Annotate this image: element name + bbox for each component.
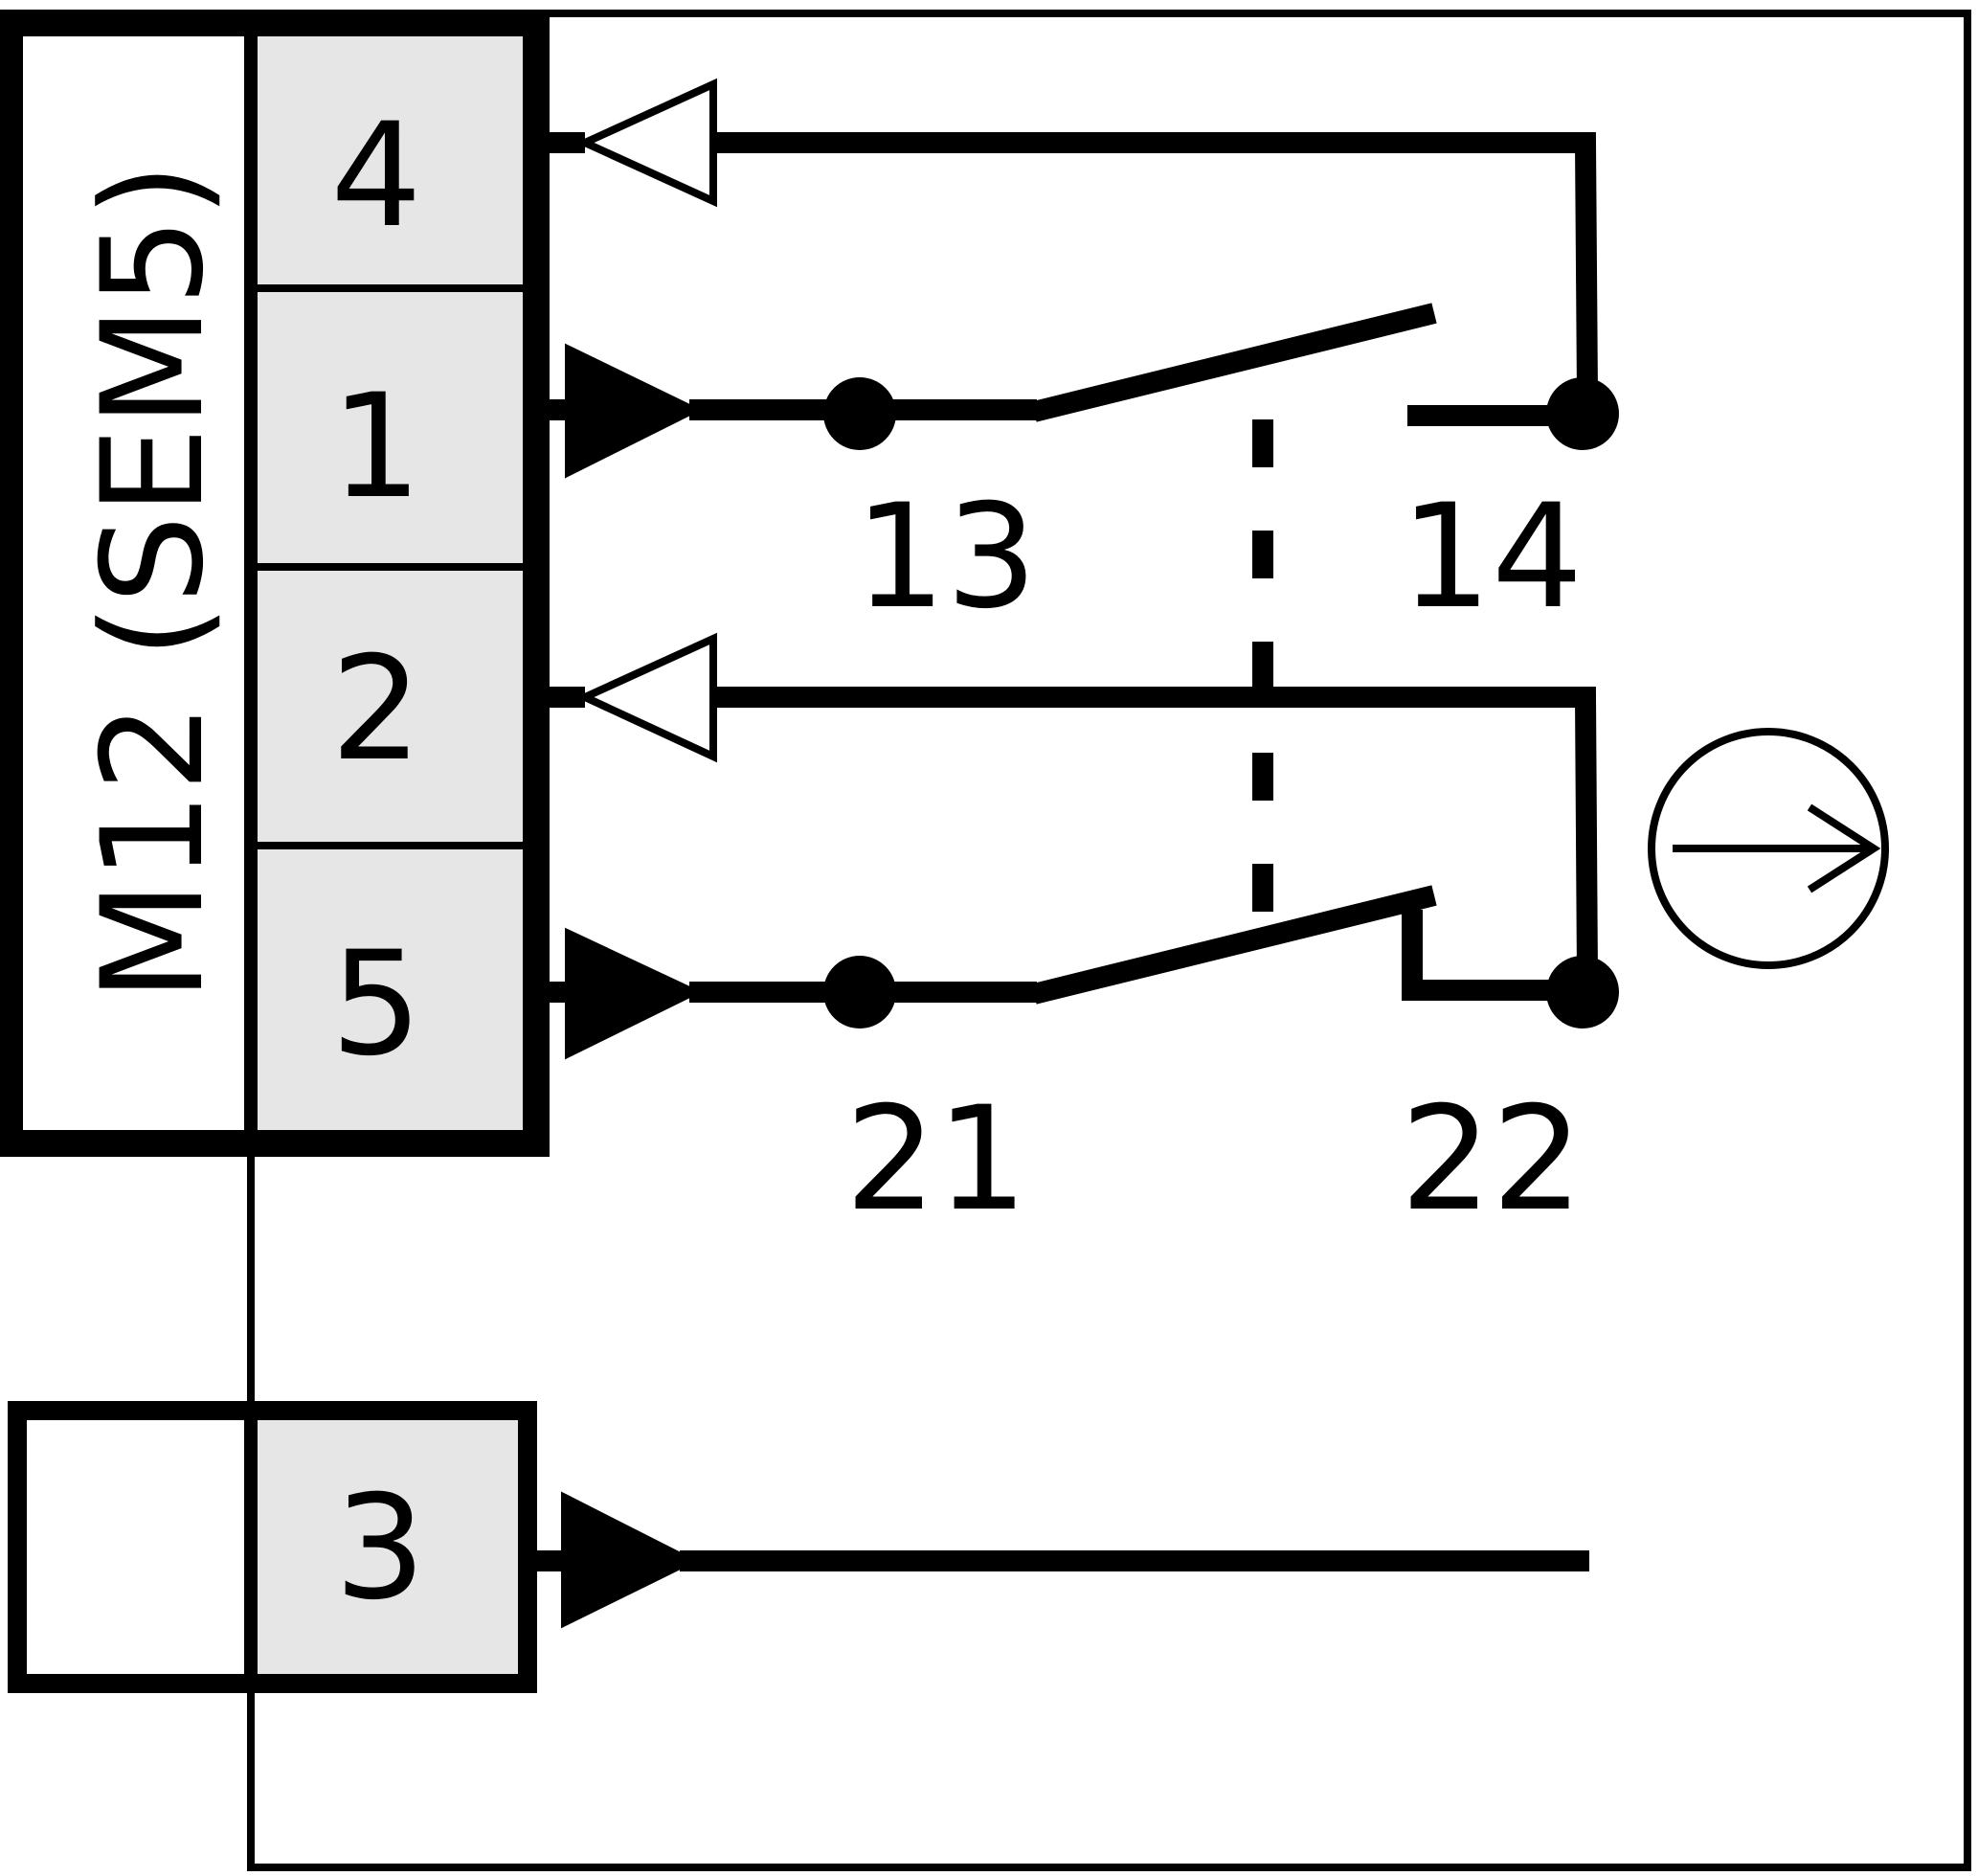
pin-5-label: 5 [330, 921, 421, 1088]
aux-block: 3 [8, 1401, 537, 1693]
connector-label: M12 (SEM5) [72, 163, 235, 1002]
outer-frame [247, 10, 1971, 1871]
pin-1-filled-arrow [565, 343, 703, 479]
pin-3-label: 3 [334, 1465, 425, 1632]
terminal-21-label: 21 [845, 1076, 1028, 1243]
pin-4-open-arrow [575, 78, 717, 208]
switch-levers [1031, 303, 1437, 1005]
pin-2-open-arrow [575, 632, 717, 763]
connector-block: M12 (SEM5) 4 1 2 5 [0, 10, 550, 1157]
pin-5-filled-arrow [565, 927, 703, 1060]
arrow-heads [561, 78, 717, 1629]
pin-4-label: 4 [330, 93, 421, 260]
terminal-14-dot [1546, 377, 1619, 450]
terminal-dots [823, 377, 1619, 1028]
pin-3-filled-arrow [561, 1491, 698, 1629]
terminal-14-label: 14 [1401, 474, 1584, 641]
pin-2-label: 2 [330, 626, 421, 793]
terminal-21-dot [823, 956, 896, 1028]
terminal-22-dot [1546, 956, 1619, 1028]
pin-1-label: 1 [330, 364, 421, 531]
terminal-22-label: 22 [1401, 1076, 1584, 1243]
wires [528, 132, 1598, 1571]
nc-contact-lever [1031, 885, 1437, 1005]
no-contact-lever [1031, 303, 1437, 422]
terminal-13-label: 13 [855, 474, 1038, 641]
terminal-13-dot [823, 377, 896, 450]
positive-opening-symbol-icon [1648, 728, 1889, 969]
